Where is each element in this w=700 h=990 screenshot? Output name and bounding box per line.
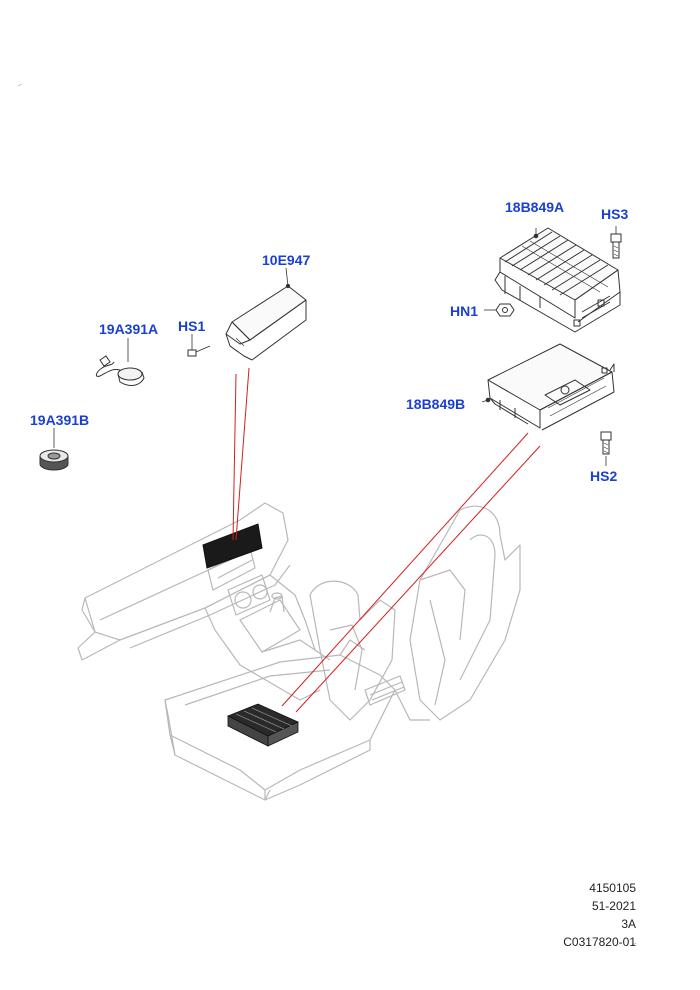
part-19A391B-art (39, 428, 69, 471)
vehicle-interior-art (77, 502, 521, 801)
callout-10E947[interactable]: 10E947 (262, 252, 311, 268)
corner-mark (17, 83, 637, 946)
part-10E947-art (225, 267, 307, 361)
part-HS1-art (187, 334, 211, 357)
reference-line-1: 4150105 (589, 881, 636, 895)
callout-HS2[interactable]: HS2 (590, 468, 618, 484)
part-HS2-art (600, 431, 612, 466)
reference-line-3: 3A (621, 917, 636, 931)
callout-18B849B[interactable]: 18B849B (406, 396, 466, 412)
callout-HS3[interactable]: HS3 (601, 206, 629, 222)
part-HN1-art (484, 303, 515, 317)
callout-19A391A[interactable]: 19A391A (99, 321, 159, 337)
dash-display-art (202, 523, 263, 569)
callout-HS1[interactable]: HS1 (178, 318, 206, 334)
callout-19A391B[interactable]: 19A391B (30, 412, 90, 428)
reference-line-4: C0317820-01 (563, 935, 636, 949)
callout-HN1[interactable]: HN1 (450, 303, 479, 319)
part-HS3-art (610, 226, 622, 259)
reference-block: 4150105 51-2021 3A C0317820-01 (516, 879, 636, 951)
part-18B849B-art (481, 343, 615, 431)
reference-line-2: 51-2021 (591, 899, 636, 913)
part-18B849A-art (494, 227, 621, 333)
callout-18B849A[interactable]: 18B849A (505, 199, 565, 215)
armrest-module-art (227, 703, 299, 747)
part-19A391A-art (95, 338, 145, 386)
leader-lines (232, 367, 541, 713)
